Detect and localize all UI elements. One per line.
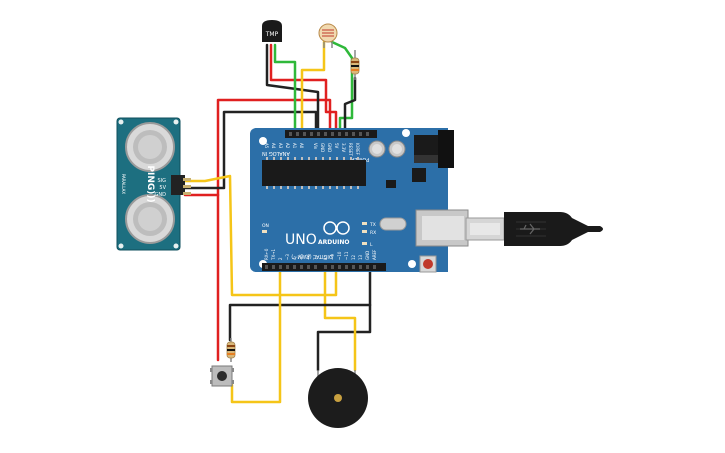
- analog-in-label: ANALOG IN: [262, 150, 290, 156]
- pin-label-a3: A3: [278, 143, 283, 149]
- wire-yellow-buzzer[interactable]: [323, 270, 357, 372]
- pin-label-13: 13: [358, 254, 363, 260]
- sensor-pin-5v: 5V: [159, 185, 166, 191]
- pin-label-6: ~6: [306, 254, 311, 260]
- pin-label-a0: A0: [299, 143, 304, 149]
- reset-button[interactable]: [419, 255, 437, 273]
- voltage-regulator: [412, 168, 426, 182]
- sensor-brand: PING))): [145, 165, 155, 202]
- pin-label-reset: RESET: [348, 143, 353, 156]
- digital-label: DIGITAL (PWM~): [291, 253, 333, 259]
- led-label-on: ON: [262, 223, 269, 229]
- pin-label-5: ~5: [299, 254, 304, 260]
- header-analog-power: [285, 130, 377, 138]
- sensor-pin-gnd: GND: [155, 192, 167, 198]
- header-digital: [262, 263, 386, 271]
- pin-label-4: 4: [292, 257, 297, 260]
- board-model: UNO: [285, 232, 317, 248]
- capacitor-2: [388, 140, 406, 158]
- wire-red-tmp[interactable]: [269, 43, 338, 133]
- pin-label-10: ~10: [337, 251, 342, 260]
- pin-label-0: RX←0: [264, 248, 269, 260]
- pin-label-aref: AREF: [372, 249, 377, 260]
- small-ic: [386, 180, 396, 188]
- pin-label-a4: A4: [271, 143, 276, 149]
- led-label-tx: TX: [369, 222, 376, 228]
- pin-label-gnd1: GND: [320, 143, 325, 152]
- piezo-buzzer[interactable]: [308, 368, 368, 428]
- pin-label-gnd2: GND: [327, 143, 332, 152]
- pin-label-vin: Vin: [313, 143, 318, 150]
- usb-port[interactable]: [415, 209, 469, 247]
- arduino-board[interactable]: ANALOG IN POWER A0 A1 A2 A3 A4 A5 Vin GN…: [250, 128, 469, 273]
- usb-cable[interactable]: [465, 212, 603, 246]
- photoresistor[interactable]: [318, 23, 338, 48]
- board-brand: ARDUINO: [318, 239, 349, 246]
- tmp-label: TMP: [265, 31, 279, 38]
- push-button[interactable]: [210, 365, 234, 387]
- wire-yellow-sig[interactable]: [183, 174, 338, 297]
- wire-red-5v[interactable]: [183, 98, 332, 197]
- usb-icon: [520, 223, 540, 235]
- pin-label-2: 2: [278, 257, 283, 260]
- sensor-pin-sig: SIG: [157, 178, 166, 184]
- pin-label-7: 7: [313, 257, 318, 260]
- capacitor-1: [368, 140, 386, 158]
- pin-label-8: 8: [323, 257, 328, 260]
- pin-label-a2: A2: [285, 143, 290, 149]
- microcontroller-chip: [262, 157, 366, 189]
- transducer-bottom: [125, 194, 175, 244]
- wire-black-tmp[interactable]: [265, 43, 320, 133]
- power-jack[interactable]: [414, 130, 454, 168]
- wire-yellow-button[interactable]: [230, 270, 282, 404]
- pin-label-3: ~3: [285, 254, 290, 260]
- resistor-button[interactable]: [226, 338, 236, 362]
- wire-yellow-ldr[interactable]: [300, 40, 326, 133]
- led-label-rx: RX: [370, 230, 376, 236]
- crystal: [379, 217, 407, 231]
- pin-label-5v: 5V: [334, 143, 339, 149]
- wire-black-ldr[interactable]: [343, 76, 357, 133]
- wire-black-button[interactable]: [228, 303, 372, 342]
- resistor-ldr[interactable]: [350, 50, 360, 80]
- pin-label-12: 12: [351, 254, 356, 260]
- temperature-sensor[interactable]: TMP: [262, 20, 282, 42]
- wire-black-buzzer[interactable]: [316, 270, 372, 372]
- wires: [183, 40, 372, 404]
- pin-label-gnd3: GND: [365, 251, 370, 260]
- transducer-top: [125, 122, 175, 172]
- power-label: POWER: [350, 156, 369, 162]
- wire-black-gnd[interactable]: [183, 110, 318, 190]
- sensor-model: PARALLAX: [121, 174, 126, 195]
- pin-label-a5: A5: [264, 143, 269, 149]
- pin-label-1: TX→1: [271, 248, 276, 261]
- wire-green-tmp[interactable]: [273, 43, 297, 133]
- arduino-logo: [323, 221, 350, 235]
- ultrasonic-sensor[interactable]: SIG 5V GND PING))) PARALLAX: [116, 117, 191, 251]
- pin-label-a1: A1: [292, 143, 297, 149]
- pin-label-9: ~9: [330, 254, 335, 260]
- pin-label-ioref: IOREF: [355, 143, 360, 156]
- pin-label-3v3: 3.3V: [341, 143, 346, 152]
- led-label-l: L: [370, 242, 373, 248]
- pin-label-11: ~11: [344, 251, 349, 260]
- wire-green-ldr[interactable]: [330, 40, 354, 133]
